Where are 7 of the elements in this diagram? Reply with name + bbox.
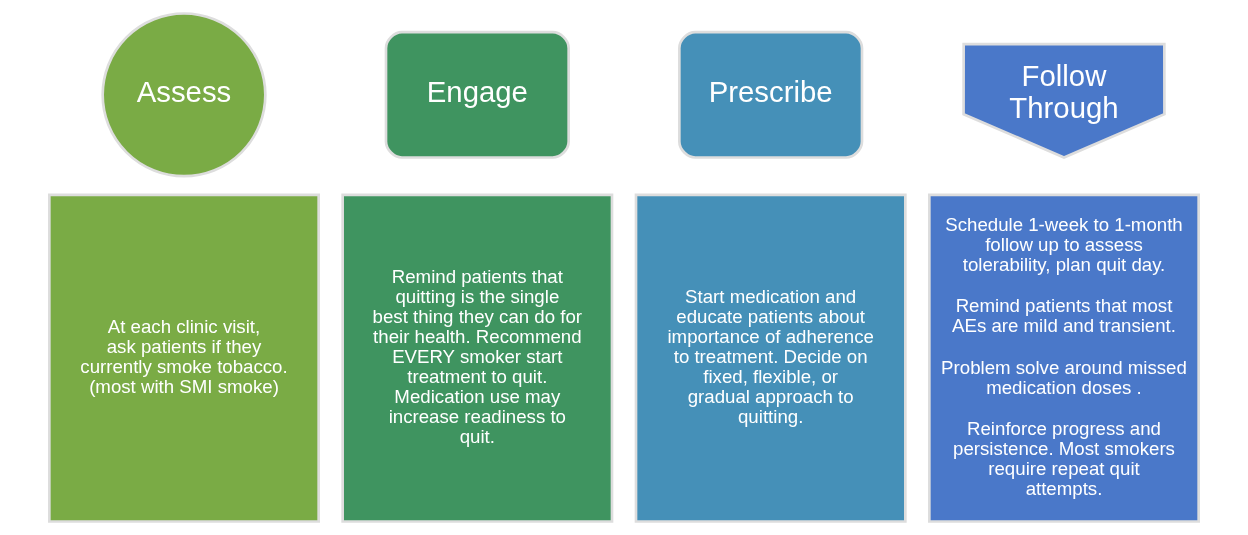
node-box: Start medication and educate patients about importance of adherence to treatment. Decide on fixed, flexible, or gradual approach to quitting. (634, 193, 907, 523)
node-box: Prescribe (678, 30, 864, 159)
node-box: At each clinic visit, ask patients if they currently smoke tobacco. (most with SMI smoke) (48, 193, 320, 523)
node-box: Engage (384, 30, 570, 159)
node-box: Remind patients that quitting is the single best thing they can do for their health. Recommend EVERY smoker start treatment to quit. Medication use may increase readiness to quit. (341, 193, 614, 523)
node-circle: Assess (101, 12, 267, 178)
node-box: Schedule 1-week to 1-month follow up to assess tolerability, plan quit day. Remind patients that most AEs are mild and transient. Problem solve around missed medication doses . Reinforce progress and persistence. Most smokers require repeat quit attempts. (928, 193, 1200, 523)
